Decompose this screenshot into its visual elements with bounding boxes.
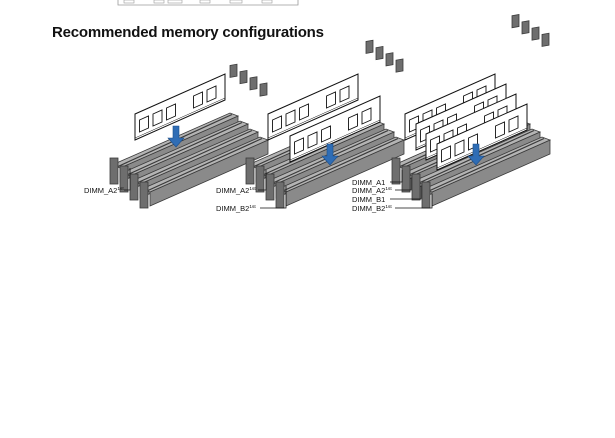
memory-chip [193, 91, 203, 109]
slot-groove [147, 137, 263, 192]
insert-arrow [467, 143, 485, 166]
memory-chip [152, 109, 163, 127]
leader-line [124, 168, 131, 191]
slot-latch-near [129, 173, 139, 201]
slot-latch-far [521, 20, 530, 35]
module-contacts [436, 127, 528, 169]
memory-chip [441, 145, 451, 163]
slot-groove [283, 137, 399, 192]
slot-label-superscript: 1st [385, 186, 392, 192]
slot-label: DIMM_B21st [352, 204, 392, 213]
memory-chip [508, 115, 519, 133]
leader-line [390, 186, 422, 200]
configuration-1: DIMM_A21st [84, 63, 270, 209]
slot-latch-near [391, 157, 401, 185]
slot-latch-near [411, 173, 421, 201]
slot-label-superscript: 1st [249, 186, 256, 192]
memory-chip [454, 139, 465, 157]
slot-latch-near [119, 165, 129, 193]
slot-groove [127, 121, 243, 176]
slot-label: DIMM_A1 [352, 178, 385, 187]
slot-latch-far [229, 63, 238, 78]
slot-label-name: DIMM_A2 [84, 186, 117, 195]
slot-latch-far [541, 32, 550, 47]
slot-latch-near [255, 165, 265, 193]
memory-chip [321, 125, 331, 143]
memory-chip [139, 115, 149, 133]
slot-label-superscript: 1st [117, 186, 124, 192]
slot-latch-near [401, 165, 411, 193]
memory-chip [339, 85, 350, 103]
slot-latch-near [109, 157, 119, 185]
slot-groove [429, 137, 545, 192]
slot-latch-far [365, 39, 374, 54]
slot-label-name: DIMM_A2 [216, 186, 249, 195]
section-heading: Recommended memory configurations [52, 24, 324, 41]
memory-chip [326, 91, 336, 109]
slot-label-name: DIMM_A2 [352, 186, 385, 195]
memory-chip [294, 137, 304, 155]
slot-label-superscript: 1st [249, 204, 256, 210]
insert-arrow [167, 125, 185, 148]
memory-chip [285, 109, 296, 127]
slot-label: DIMM_A21st [84, 186, 124, 195]
module-contacts [289, 119, 381, 161]
memory-chip [348, 113, 358, 131]
memory-chip [307, 131, 318, 149]
memory-chip [361, 107, 372, 125]
slot-label: DIMM_A21st [216, 186, 256, 195]
slot-label-name: DIMM_B2 [352, 204, 385, 213]
leader-line [260, 186, 287, 209]
insert-arrow [321, 143, 339, 166]
slot-latch-far [375, 45, 384, 61]
slot-label-superscript: 1st [385, 204, 392, 210]
slot-latch-far [395, 58, 404, 73]
memory-chip [166, 103, 176, 121]
leader-line [258, 170, 267, 191]
slot-latch-far [511, 14, 520, 29]
memory-chip [495, 121, 505, 139]
module-contacts [134, 97, 226, 139]
slot-latch-near [265, 173, 275, 201]
slot-latch-near [245, 157, 255, 185]
memory-chip [272, 115, 282, 133]
slot-latch-near [275, 181, 285, 209]
module-contacts [267, 97, 359, 139]
leader-line [390, 170, 403, 183]
slot-latch-far [259, 82, 268, 97]
memory-chip [299, 103, 309, 121]
slot-groove [137, 129, 253, 184]
slot-label: DIMM_B21st [216, 204, 256, 213]
leader-line [395, 178, 412, 191]
slot-label-name: DIMM_A1 [352, 178, 385, 187]
slot-latch-far [239, 69, 248, 85]
slot-latch-far [249, 76, 258, 91]
slot-label: DIMM_B1 [352, 195, 385, 204]
leader-line [395, 194, 433, 209]
slot-label-name: DIMM_B1 [352, 195, 385, 204]
slot-label: DIMM_A21st [352, 186, 392, 195]
slot-latch-near [421, 181, 431, 209]
slot-latch-far [531, 26, 540, 41]
slot-latch-near [139, 181, 149, 209]
cropped-toolbar-strip [117, 0, 299, 6]
slot-label-name: DIMM_B2 [216, 204, 249, 213]
slot-latch-far [385, 52, 394, 67]
memory-chip [206, 85, 217, 103]
